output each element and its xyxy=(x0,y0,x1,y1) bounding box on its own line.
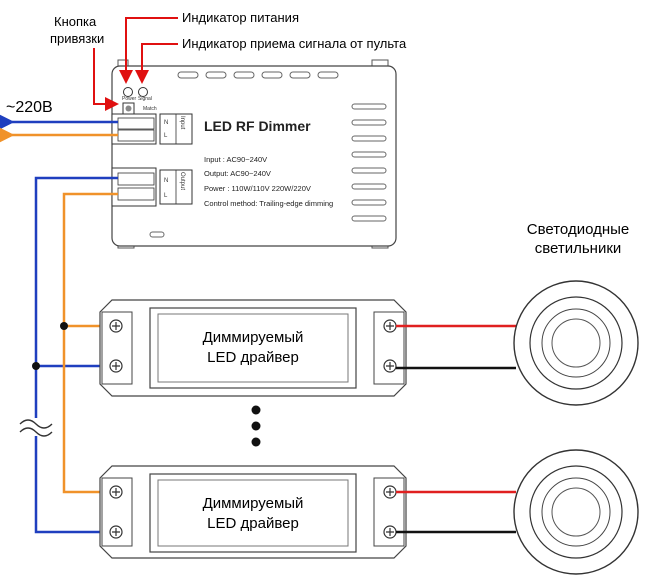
output-terminal-label: Output xyxy=(179,172,185,190)
signal-led-icon xyxy=(138,87,148,97)
spec-power: Power : 110W/110V 220W/220V xyxy=(204,184,311,193)
dimmer-title: LED RF Dimmer xyxy=(204,118,311,134)
rf-dimmer-unit: Power Signal Match N L Input N L Output xyxy=(111,59,397,249)
output-terminal-block: N L Output xyxy=(111,167,193,207)
power-indicator-label: Индикатор питания xyxy=(182,10,299,25)
driver-2-label-line1: Диммируемый xyxy=(203,495,304,512)
bind-button-label-line1: Кнопка xyxy=(54,14,97,29)
signal-indicator-pointer xyxy=(135,43,178,84)
signal-indicator-label: Индикатор приема сигнала от пульта xyxy=(182,36,407,51)
input-pin-l: L xyxy=(164,133,168,139)
signal-led-label: Signal xyxy=(138,96,152,102)
callouts: Кнопка привязки Индикатор питания Индика… xyxy=(50,10,407,111)
output-bus xyxy=(19,176,118,534)
spec-control: Control method: Trailing-edge dimming xyxy=(204,199,333,208)
power-led-label: Power xyxy=(122,96,137,102)
output-pin-l: L xyxy=(164,193,168,199)
match-label: Match xyxy=(143,106,157,112)
led-lamp-2 xyxy=(513,449,639,575)
mains-label: ~220В xyxy=(6,99,53,116)
spec-input: Input : AC90~240V xyxy=(204,155,267,164)
led-lamps-label-line1: Светодиодные xyxy=(527,221,630,238)
more-drivers-ellipsis xyxy=(251,405,261,447)
driver-1-label-line2: LED драйвер xyxy=(207,349,299,366)
bind-button-pointer xyxy=(93,48,119,111)
input-terminal-block: N L Input xyxy=(111,113,193,145)
driver-2-label-line2: LED драйвер xyxy=(207,515,299,532)
led-lamp-1 xyxy=(513,280,639,406)
led-driver-1: Диммируемый LED драйвер xyxy=(99,299,407,397)
input-pin-n: N xyxy=(164,120,168,126)
spec-output: Output: AC90~240V xyxy=(204,169,271,178)
input-terminal-label: Input xyxy=(179,116,185,130)
match-button-icon xyxy=(125,105,132,112)
led-driver-2: Диммируемый LED драйвер xyxy=(99,465,407,559)
driver-1-label-line1: Диммируемый xyxy=(203,329,304,346)
output-pin-n: N xyxy=(164,178,168,184)
power-led-icon xyxy=(123,87,133,97)
bind-button-label-line2: привязки xyxy=(50,31,104,46)
power-indicator-pointer xyxy=(119,17,178,84)
led-lamps-label-line2: светильники xyxy=(535,240,622,257)
